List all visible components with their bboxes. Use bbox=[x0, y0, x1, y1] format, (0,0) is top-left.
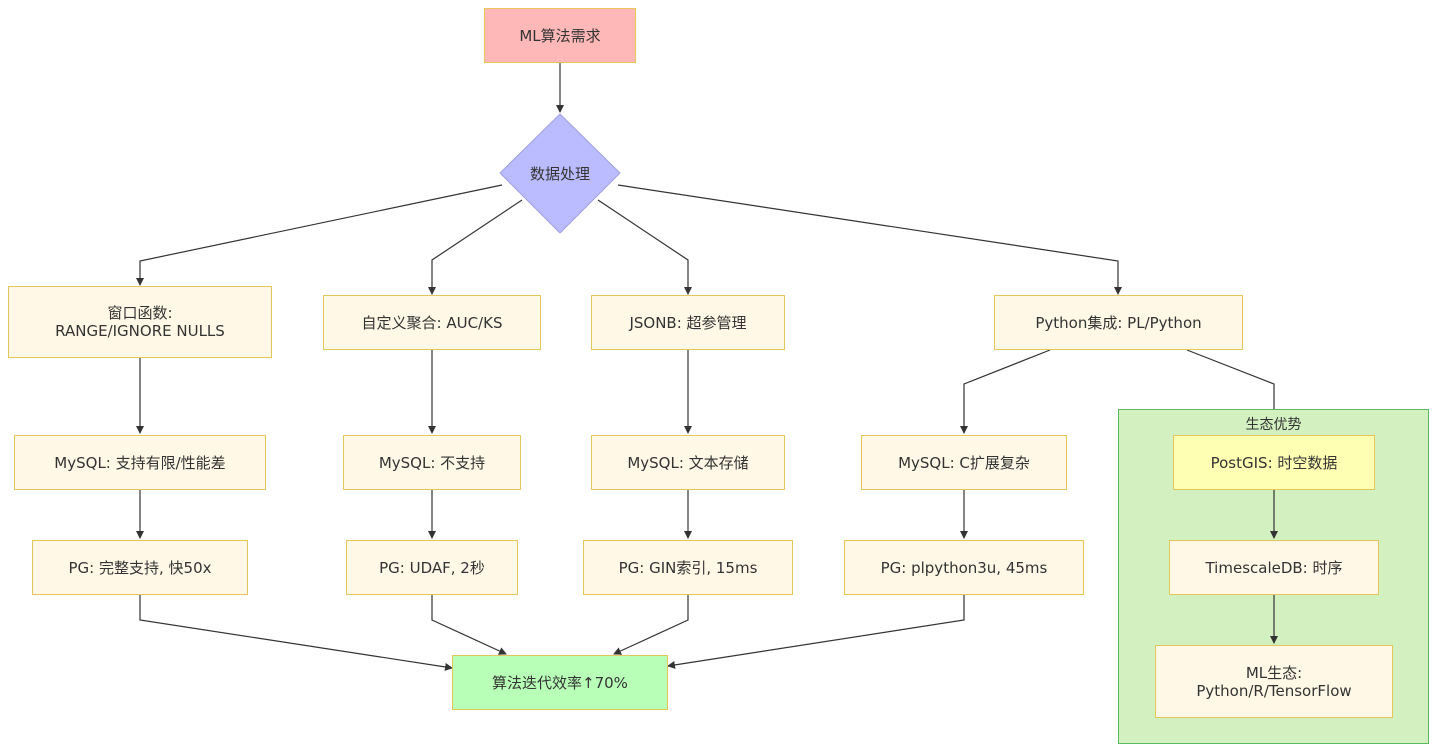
node-ml-requirement: ML算法需求 bbox=[484, 8, 636, 63]
edge-processing-to-aggregate bbox=[428, 199, 523, 295]
edge-pg-window-to-result bbox=[139, 595, 453, 671]
edge-pg-aggregate-to-result bbox=[431, 595, 507, 655]
node-postgis: PostGIS: 时空数据 bbox=[1173, 435, 1375, 490]
node-timescaledb: TimescaleDB: 时序 bbox=[1169, 540, 1379, 595]
node-data-processing: 数据处理 bbox=[529, 164, 590, 183]
ecosystem-group-title: 生态优势 bbox=[1245, 417, 1302, 433]
node-mysql-window: MySQL: 支持有限/性能差 bbox=[14, 435, 266, 490]
node-window-functions: 窗口函数: RANGE/IGNORE NULLS bbox=[8, 286, 272, 358]
ml-ecosystem-line2: Python/R/TensorFlow bbox=[1196, 681, 1352, 700]
node-ml-ecosystem: ML生态: Python/R/TensorFlow bbox=[1155, 645, 1393, 718]
edge-processing-to-window bbox=[136, 184, 503, 286]
node-result: 算法迭代效率↑70% bbox=[452, 655, 668, 710]
node-mysql-json: MySQL: 文本存储 bbox=[591, 435, 785, 490]
node-jsonb: JSONB: 超参管理 bbox=[591, 295, 785, 350]
edge-processing-to-python bbox=[617, 184, 1122, 295]
edge-processing-to-jsonb bbox=[597, 199, 692, 295]
node-pg-window: PG: 完整支持, 快50x bbox=[32, 540, 248, 595]
edge-pg-json-to-result bbox=[613, 595, 689, 655]
node-custom-aggregates: 自定义聚合: AUC/KS bbox=[323, 295, 541, 350]
ml-ecosystem-line1: ML生态: bbox=[1245, 663, 1303, 682]
node-mysql-aggregate: MySQL: 不支持 bbox=[343, 435, 521, 490]
node-pg-aggregate: PG: UDAF, 2秒 bbox=[346, 540, 518, 595]
node-pg-python: PG: plpython3u, 45ms bbox=[844, 540, 1084, 595]
node-pg-json: PG: GIN索引, 15ms bbox=[583, 540, 793, 595]
node-python-integration: Python集成: PL/Python bbox=[994, 295, 1243, 350]
node-mysql-python: MySQL: C扩展复杂 bbox=[861, 435, 1067, 490]
edge-python-to-mysql bbox=[960, 349, 1051, 434]
edge-pg-python-to-result bbox=[667, 595, 965, 669]
